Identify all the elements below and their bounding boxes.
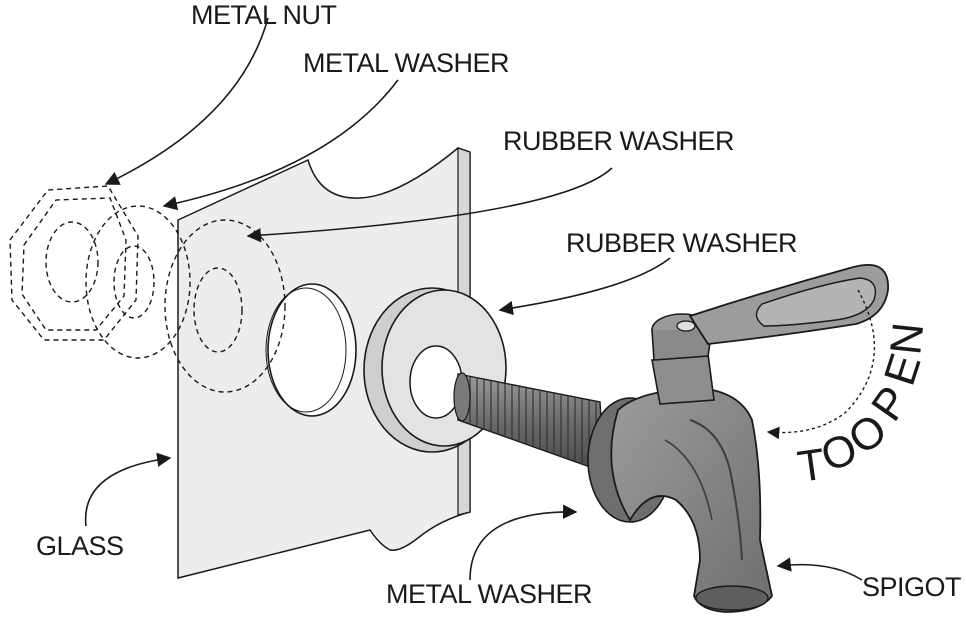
label-glass: GLASS bbox=[36, 531, 124, 561]
label-metal-washer-top: METAL WASHER bbox=[303, 48, 509, 78]
spigot-body bbox=[587, 313, 773, 613]
leader-arrows bbox=[84, 17, 863, 581]
metal-nut-dashed bbox=[9, 185, 139, 341]
threaded-shaft bbox=[453, 372, 605, 474]
spigot-lever bbox=[688, 264, 889, 345]
rubber-washer-dashed bbox=[164, 219, 286, 393]
label-metal-washer-bottom: METAL WASHER bbox=[386, 579, 592, 609]
label-rubber-washer-mid: RUBBER WASHER bbox=[566, 228, 797, 258]
rotation-arrow bbox=[766, 289, 876, 440]
label-metal-nut: METAL NUT bbox=[191, 0, 337, 30]
label-rubber-washer-top: RUBBER WASHER bbox=[503, 126, 734, 156]
to-open-letter: N bbox=[881, 320, 933, 357]
label-spigot: SPIGOT bbox=[862, 572, 961, 602]
metal-washer-dashed bbox=[85, 205, 191, 359]
label-to-open: T O O P E N bbox=[795, 320, 934, 492]
